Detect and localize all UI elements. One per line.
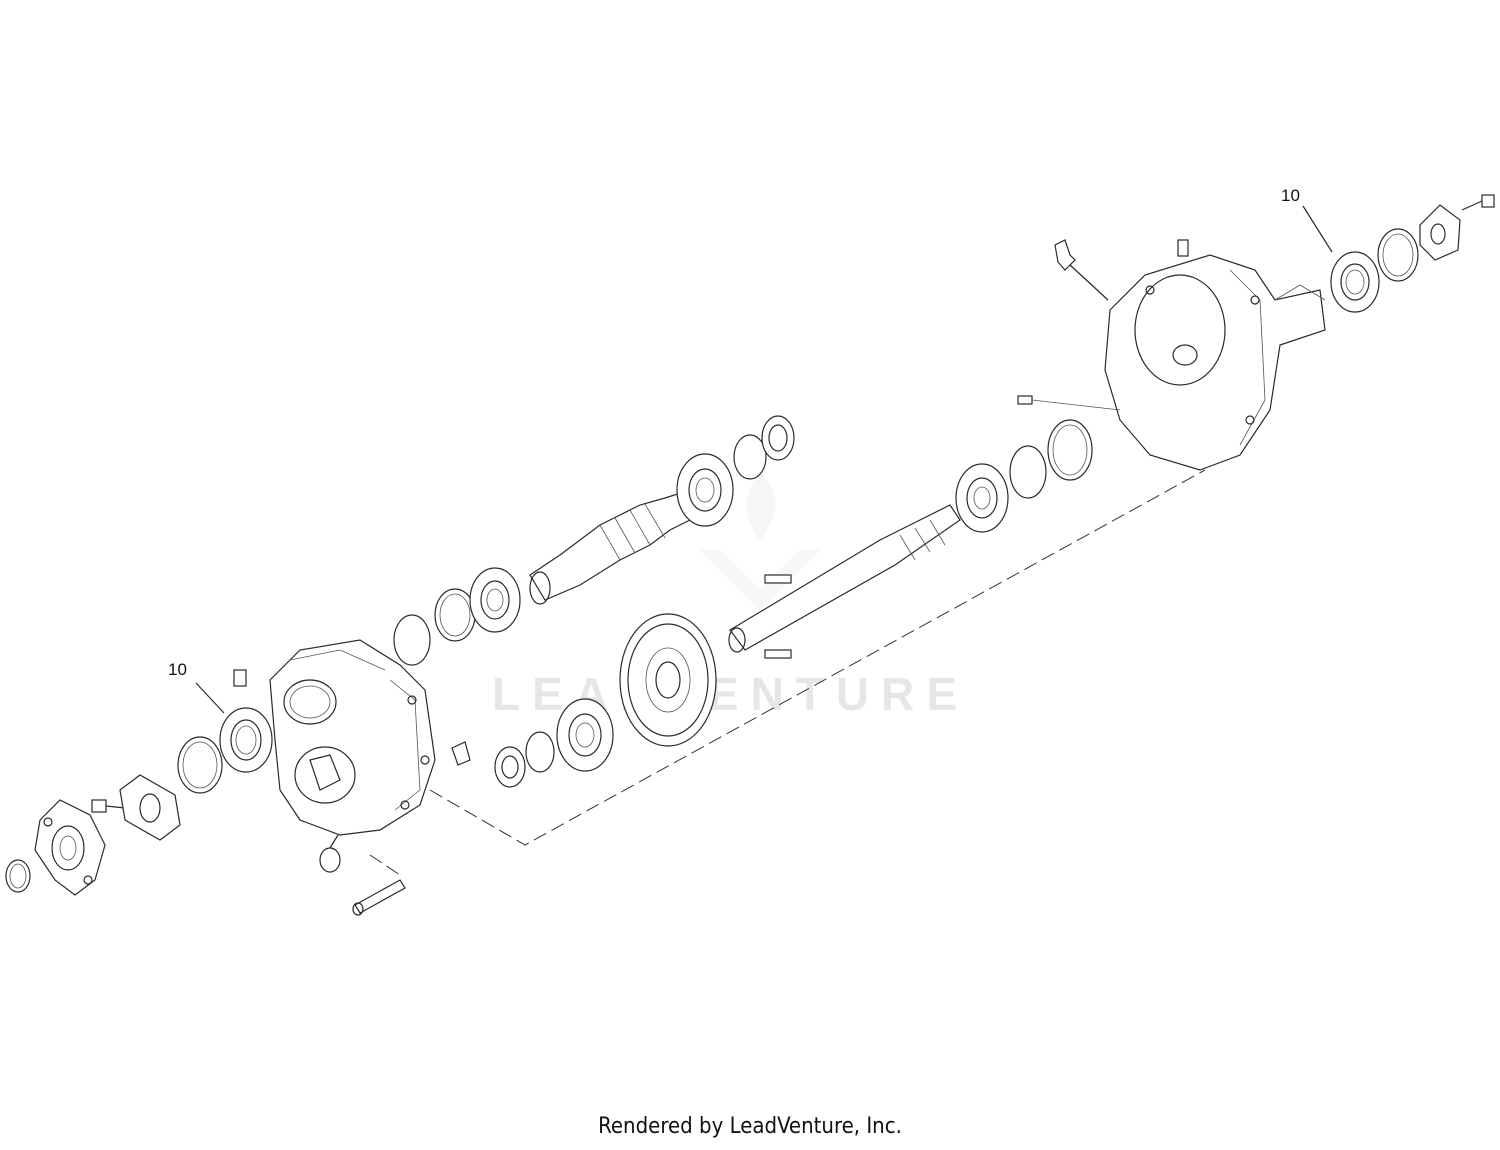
callout-left-label: 10	[168, 660, 187, 679]
left-bearing-plate	[119, 774, 181, 841]
left-housing-bolt	[352, 879, 406, 916]
spur-gear	[619, 613, 717, 747]
output-retaining-ring	[1047, 419, 1093, 481]
right-bearing-plate	[1419, 204, 1461, 261]
left-shaft-bearing	[469, 567, 521, 633]
output-shaft-bearing	[955, 463, 1009, 533]
callout-left: 10	[168, 660, 225, 714]
flame-logo-icon	[700, 470, 820, 610]
left-gear-housing	[269, 639, 436, 836]
right-pinion-bearing	[676, 453, 734, 527]
right-dowel-pin	[1177, 239, 1189, 257]
left-output-hub	[34, 799, 106, 896]
output-shaft	[728, 504, 961, 659]
left-shaft-snap-ring	[434, 588, 476, 642]
callout-right-label: 10	[1281, 186, 1300, 205]
left-small-bolt	[91, 799, 126, 813]
left-snap-ring	[5, 859, 31, 893]
pinion-gear-shaft	[529, 489, 701, 605]
left-dowel-pin	[233, 669, 247, 687]
left-oil-seal	[219, 707, 273, 773]
lower-bearing	[556, 698, 614, 772]
left-breather-plug	[451, 741, 471, 766]
callout-right: 10	[1281, 186, 1333, 253]
render-credit-footer: Rendered by LeadVenture, Inc.	[598, 1114, 902, 1139]
right-retaining-ring	[1377, 228, 1419, 282]
output-shim	[1009, 445, 1047, 499]
lower-tab-washer	[525, 731, 555, 773]
tab-washer	[733, 434, 767, 480]
right-oil-seal	[1330, 251, 1380, 313]
left-shaft-retaining-ring	[393, 614, 431, 666]
left-retaining-ring	[177, 736, 223, 794]
lower-locknut	[494, 746, 526, 788]
right-housing-pin	[1017, 395, 1121, 411]
left-drain-plug	[319, 834, 341, 873]
assembly-centerlines	[369, 469, 1206, 876]
right-breather-plug	[1054, 239, 1109, 301]
right-gear-housing	[1104, 254, 1326, 471]
locknut	[761, 415, 795, 461]
leadventure-watermark: LEADVENTURE	[492, 470, 957, 720]
right-small-bolt	[1461, 194, 1495, 211]
